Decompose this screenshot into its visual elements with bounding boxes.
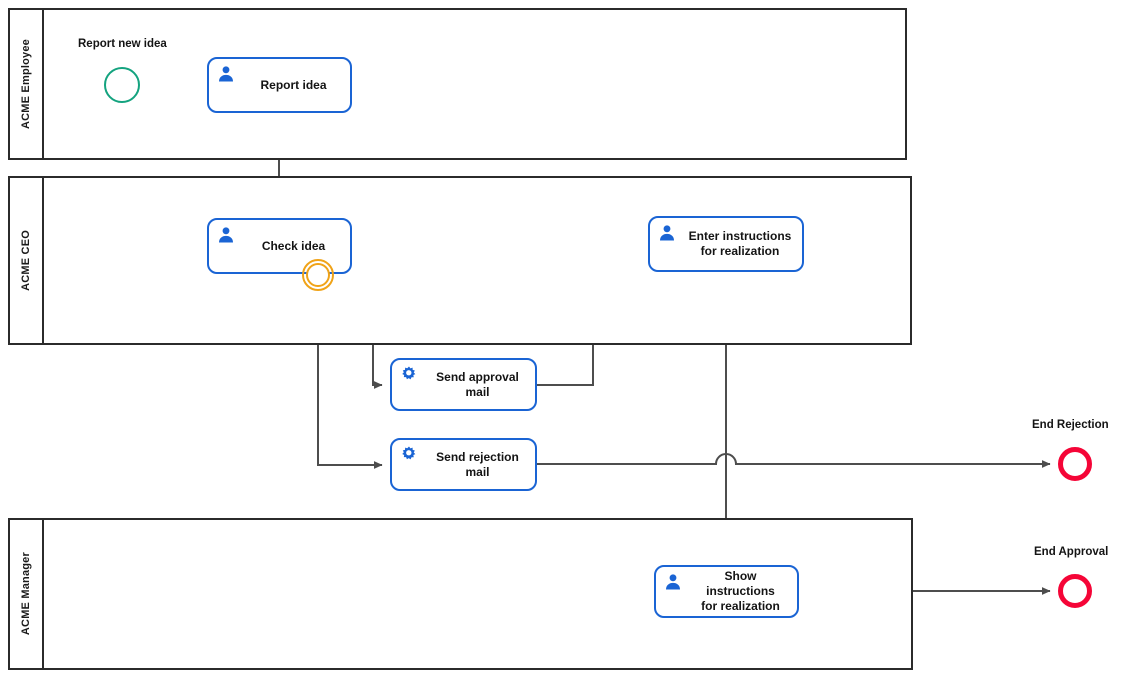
start-event-label-report-new-idea: Report new idea [78, 38, 167, 50]
task-report-idea[interactable]: Report idea [207, 57, 352, 113]
user-task-icon [660, 225, 674, 241]
boundary-event-check-idea[interactable] [302, 259, 334, 291]
lane-acme-ceo[interactable]: ACME CEO [8, 176, 912, 345]
lane-label-ceo: ACME CEO [20, 230, 32, 291]
lane-label-manager: ACME Manager [20, 552, 32, 636]
end-event-label-approval: End Approval [1034, 546, 1109, 558]
user-task-icon [219, 227, 233, 243]
service-task-icon [402, 366, 416, 380]
end-event-label-rejection: End Rejection [1032, 419, 1109, 431]
task-enter-instructions-label: Enter instructions for realization [688, 229, 792, 258]
end-event-rejection[interactable] [1058, 447, 1092, 481]
lane-header-ceo: ACME CEO [10, 178, 44, 343]
lane-label-employee: ACME Employee [20, 38, 32, 129]
flow-send-rejection-mail-to-end-rejection [537, 453, 1051, 468]
user-task-icon [666, 574, 680, 590]
task-enter-instructions-for-realization[interactable]: Enter instructions for realization [648, 216, 804, 272]
task-check-idea-label: Check idea [261, 238, 326, 253]
task-report-idea-label: Report idea [260, 77, 327, 92]
task-send-approval-mail[interactable]: Send approval mail [390, 358, 537, 411]
task-send-rejection-mail-label: Send rejection mail [436, 449, 519, 479]
task-send-rejection-mail[interactable]: Send rejection mail [390, 438, 537, 491]
lane-header-employee: ACME Employee [10, 10, 44, 158]
task-show-instructions-for-realization[interactable]: Show instructions for realization [654, 565, 799, 618]
end-event-approval[interactable] [1058, 574, 1092, 608]
task-show-instructions-label: Show instructions for realization [701, 569, 780, 613]
lane-header-manager: ACME Manager [10, 520, 44, 668]
task-send-approval-mail-label: Send approval mail [436, 369, 519, 399]
user-task-icon [219, 66, 233, 82]
start-event-report-new-idea[interactable] [104, 67, 140, 103]
service-task-icon [402, 446, 416, 460]
flow-boundary-to-send-rejection-mail [317, 292, 383, 469]
boundary-event-check-idea-inner [306, 263, 330, 287]
lane-acme-employee[interactable]: ACME Employee [8, 8, 907, 160]
